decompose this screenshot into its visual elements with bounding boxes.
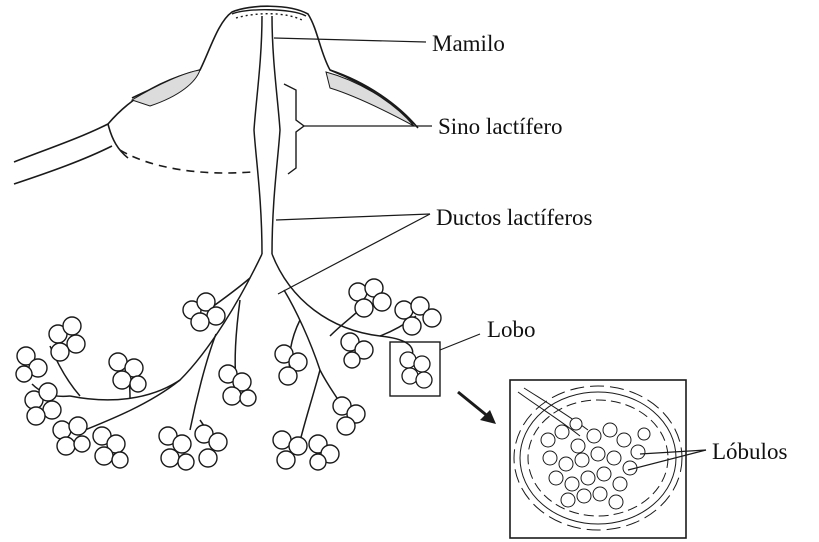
- cluster-2: [49, 317, 85, 361]
- cluster-7: [275, 345, 307, 385]
- sino-bracket: [284, 84, 304, 174]
- cluster-11: [53, 417, 90, 455]
- cluster-13: [159, 427, 194, 470]
- leader-ductos-2: [278, 214, 430, 294]
- magnify-arrow: [458, 392, 496, 424]
- label-lobo: Lobo: [487, 318, 536, 341]
- cluster-9: [349, 279, 391, 317]
- cluster-5: [25, 383, 61, 425]
- cluster-4: [109, 353, 146, 392]
- label-lobulos: Lóbulos: [712, 440, 787, 463]
- cluster-3: [16, 347, 47, 382]
- label-sino-lactifero: Sino lactífero: [438, 115, 563, 138]
- nipple: [232, 10, 306, 20]
- lobe-clusters: [16, 279, 441, 470]
- cluster-6: [219, 365, 256, 406]
- label-mamilo: Mamilo: [432, 32, 505, 55]
- magnified-lobe: [510, 380, 686, 538]
- cluster-17: [333, 397, 365, 435]
- cluster-16: [309, 435, 339, 470]
- leader-ductos-1: [276, 214, 430, 220]
- cluster-14: [195, 425, 227, 467]
- cluster-12: [93, 427, 128, 468]
- leader-mamilo: [274, 38, 426, 42]
- cluster-10: [395, 297, 441, 335]
- main-duct: [254, 16, 280, 254]
- cluster-8: [341, 333, 373, 368]
- cluster-1: [183, 293, 225, 331]
- lobe-highlight: [390, 342, 440, 396]
- areola-shading: [132, 70, 414, 126]
- leader-lobo: [440, 334, 480, 350]
- label-ductos-lactiferos: Ductos lactíferos: [436, 206, 592, 229]
